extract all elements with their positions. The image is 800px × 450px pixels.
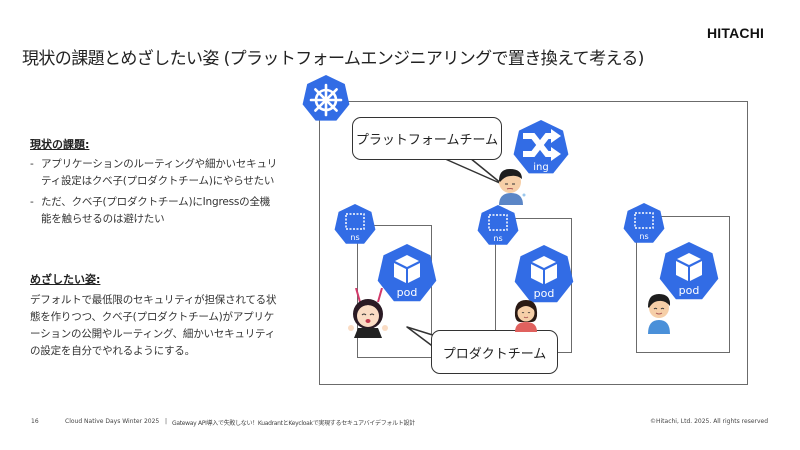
event-name: Cloud Native Days Winter 2025 — [65, 418, 160, 425]
namespace-icon: ns — [477, 205, 519, 245]
hitachi-logo: HITACHI — [707, 25, 765, 41]
platform-team-bubble: プラットフォームチーム — [352, 117, 502, 160]
issue-item: アプリケーションのルーティングや細かいセキュリティ設定はクベ子(プロダクトチーム… — [30, 156, 280, 190]
platform-engineer-character — [499, 169, 526, 205]
pod-label: pod — [397, 286, 418, 299]
kubeko-character — [348, 288, 388, 338]
namespace-box-3 — [636, 216, 730, 353]
ns-label: ns — [639, 232, 648, 241]
ns-label: ns — [493, 234, 502, 243]
goal-section: めざしたい姿: デフォルトで最低限のセキュリティが担保されてる状態を作りつつ、ク… — [30, 271, 280, 360]
goal-heading: めざしたい姿: — [30, 273, 101, 286]
page-number: 16 — [31, 418, 39, 425]
pod-label: pod — [534, 287, 555, 300]
pod-icon: pod — [377, 244, 437, 302]
boy-character — [648, 294, 671, 334]
ingress-label: ing — [533, 162, 548, 173]
kubernetes-helm-icon — [302, 75, 350, 121]
copyright: ©Hitachi, Ltd. 2025. All rights reserved — [650, 418, 769, 425]
current-issues-section: 現状の課題: アプリケーションのルーティングや細かいセキュリティ設定はクベ子(プ… — [30, 136, 280, 232]
pod-label: pod — [679, 284, 700, 297]
current-issues-heading: 現状の課題: — [30, 138, 90, 151]
current-issues-list: アプリケーションのルーティングや細かいセキュリティ設定はクベ子(プロダクトチーム… — [30, 156, 280, 228]
goal-text: デフォルトで最低限のセキュリティが担保されてる状態を作りつつ、クベ子(プロダクト… — [30, 294, 277, 357]
product-team-bubble: プロダクトチーム — [431, 330, 558, 374]
ns-label: ns — [350, 233, 359, 242]
slide-title: 現状の課題とめざしたい姿 (プラットフォームエンジニアリングで置き換えて考える) — [22, 49, 644, 69]
pod-icon: pod — [659, 242, 719, 300]
namespace-icon: ns — [623, 203, 665, 243]
namespace-icon: ns — [334, 204, 376, 244]
talk-title: Gateway API導入で失敗しない！KuadrantとKeycloakで実現… — [172, 420, 415, 427]
woman-character — [514, 300, 538, 332]
pod-icon: pod — [514, 245, 574, 303]
issue-item: ただ、クベ子(プロダクトチーム)にIngressの全機能を触らせるのは避けたい — [30, 194, 280, 228]
ingress-shuffle-icon: ing — [513, 120, 569, 174]
footer-separator: | — [165, 418, 168, 425]
cluster-box — [319, 101, 748, 385]
